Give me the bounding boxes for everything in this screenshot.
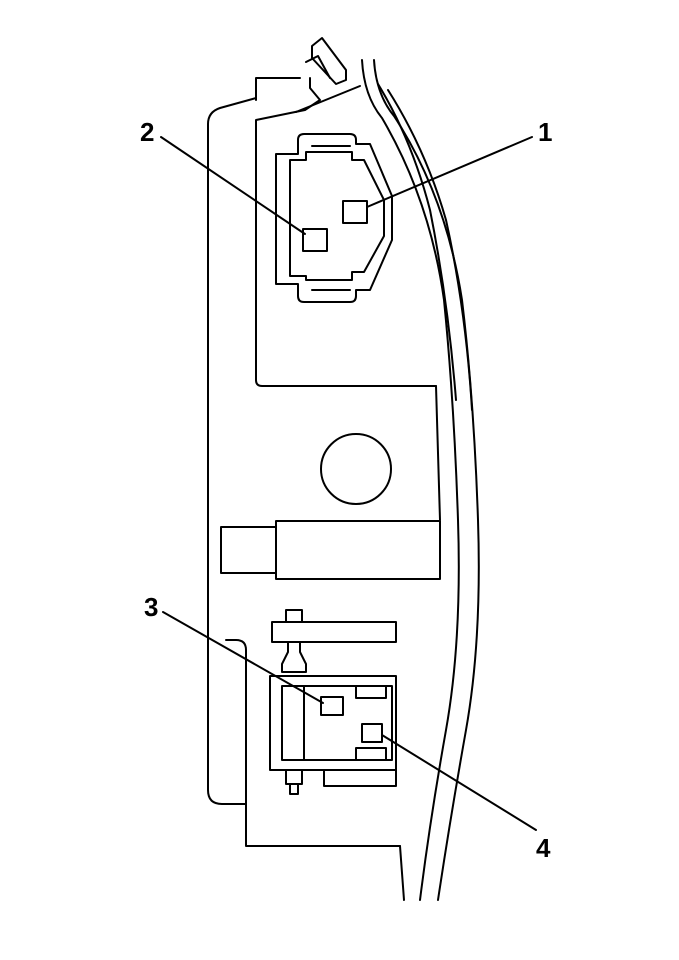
leader-line-1 [366, 136, 533, 208]
callout-1: 1 [538, 117, 552, 147]
wire-harness [361, 59, 480, 901]
leader-line-2 [160, 136, 306, 235]
leader-line-4 [381, 734, 537, 831]
leader-line-3 [162, 611, 324, 704]
callout-4: 4 [536, 833, 551, 863]
terminal-2 [302, 228, 328, 252]
leader-lines [160, 136, 537, 831]
top-tab [295, 37, 361, 113]
lower-connector [269, 609, 397, 795]
terminal-4 [361, 723, 383, 743]
callout-2: 2 [140, 117, 154, 147]
upper-connector [275, 133, 393, 303]
grommet-circle [320, 433, 392, 505]
terminal-1 [342, 200, 368, 224]
callout-3: 3 [144, 592, 158, 622]
side-plug [220, 520, 441, 580]
terminal-3 [320, 696, 344, 716]
